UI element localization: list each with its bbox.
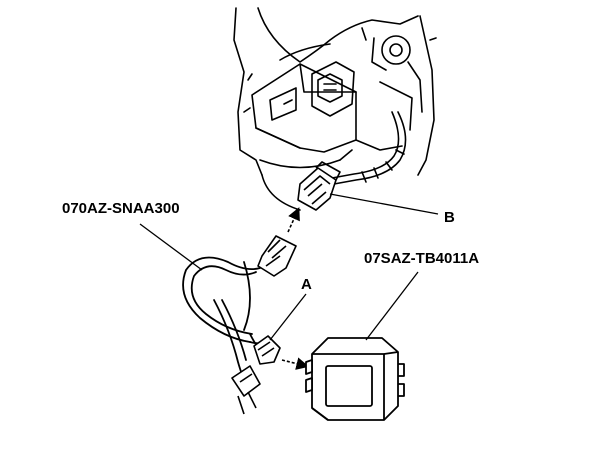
adapter-harness-connector <box>257 235 297 277</box>
connector-a <box>253 335 281 365</box>
connection-a-label: A <box>301 276 312 293</box>
harness-part-number-label: 070AZ-SNAA300 <box>62 200 180 217</box>
connect-arrow-to-b <box>287 207 300 233</box>
box-part-number-label: 07SAZ-TB4011A <box>364 250 480 267</box>
leader-a <box>269 293 307 341</box>
adapter-harness-cable <box>182 256 269 379</box>
leader-harness <box>139 223 203 271</box>
test-box <box>305 337 405 421</box>
connect-arrow-to-box <box>281 357 310 370</box>
vehicle-wire-harness <box>331 111 407 185</box>
connection-b-label: B <box>444 209 455 226</box>
harness-end-plug <box>231 365 261 415</box>
vehicle-body-structure <box>233 7 437 211</box>
leader-box <box>365 271 419 341</box>
vehicle-connector-b <box>297 161 341 211</box>
leader-lines <box>139 193 439 341</box>
leader-b <box>329 193 439 215</box>
